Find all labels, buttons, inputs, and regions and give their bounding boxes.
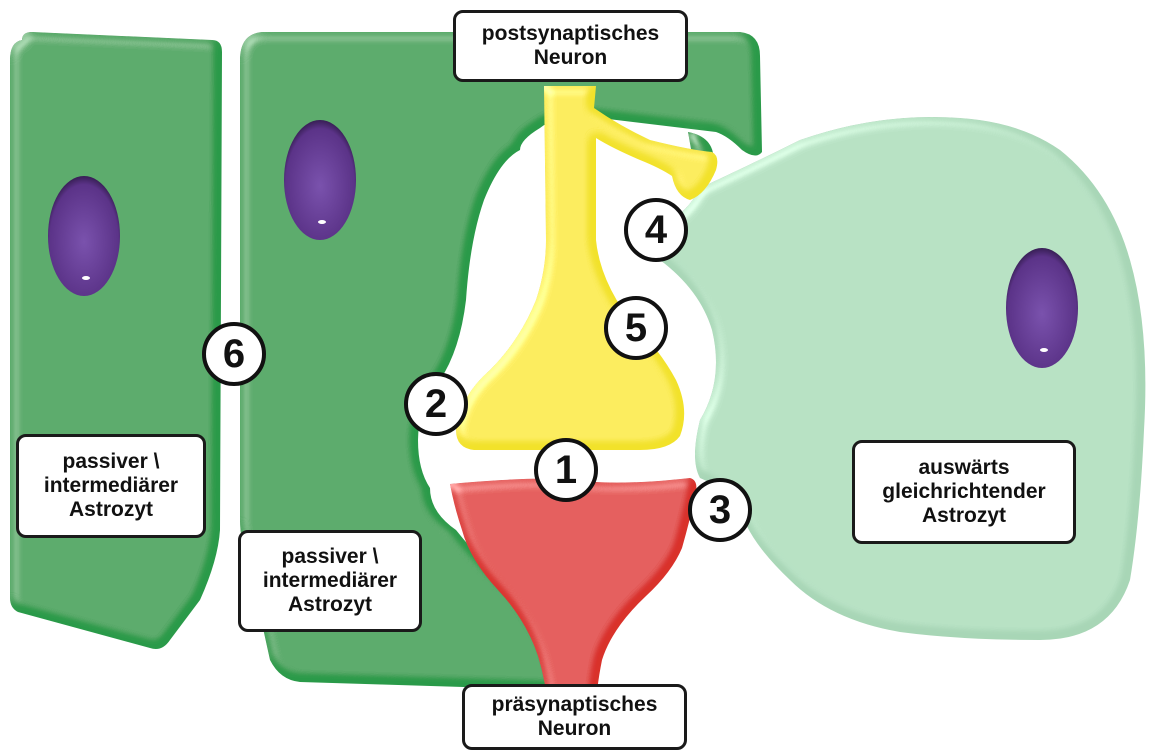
marker-6: 6 (202, 322, 266, 386)
nucleus-highlight-right (1040, 348, 1048, 352)
marker-5: 5 (604, 296, 668, 360)
marker-2: 2 (404, 372, 468, 436)
marker-4: 4 (624, 198, 688, 262)
astrocyte-left-line2: intermediärer (44, 474, 178, 498)
astrocyte-left-label: passiver \ intermediärer Astrozyt (16, 434, 206, 538)
astrocyte-middle-line2: intermediärer (263, 569, 397, 593)
marker-1: 1 (534, 438, 598, 502)
astrocyte-middle-line3: Astrozyt (288, 593, 372, 617)
nucleus-highlight-middle (318, 220, 326, 224)
astrocyte-left-line3: Astrozyt (69, 498, 153, 522)
astrocyte-right-line1: auswärts (918, 456, 1009, 480)
presynaptic-label-line1: präsynaptisches (492, 693, 658, 717)
postsynaptic-label-line2: Neuron (534, 46, 608, 70)
astrocyte-left-body (10, 32, 222, 649)
astrocyte-middle-line1: passiver \ (282, 545, 379, 569)
postsynaptic-neuron-label: postsynaptisches Neuron (453, 10, 688, 82)
astrocyte-right-line2: gleichrichtender (882, 480, 1045, 504)
postsynaptic-label-line1: postsynaptisches (482, 22, 659, 46)
nucleus-highlight-left (82, 276, 90, 280)
astrocyte-right-label: auswärts gleichrichtender Astrozyt (852, 440, 1076, 544)
presynaptic-label-line2: Neuron (538, 717, 612, 741)
astrocyte-right-line3: Astrozyt (922, 504, 1006, 528)
astrocyte-middle-label: passiver \ intermediärer Astrozyt (238, 530, 422, 632)
astrocyte-left-line1: passiver \ (63, 450, 160, 474)
presynaptic-neuron-label: präsynaptisches Neuron (462, 684, 687, 750)
marker-3: 3 (688, 478, 752, 542)
astrocyte-right-body (638, 117, 1146, 640)
